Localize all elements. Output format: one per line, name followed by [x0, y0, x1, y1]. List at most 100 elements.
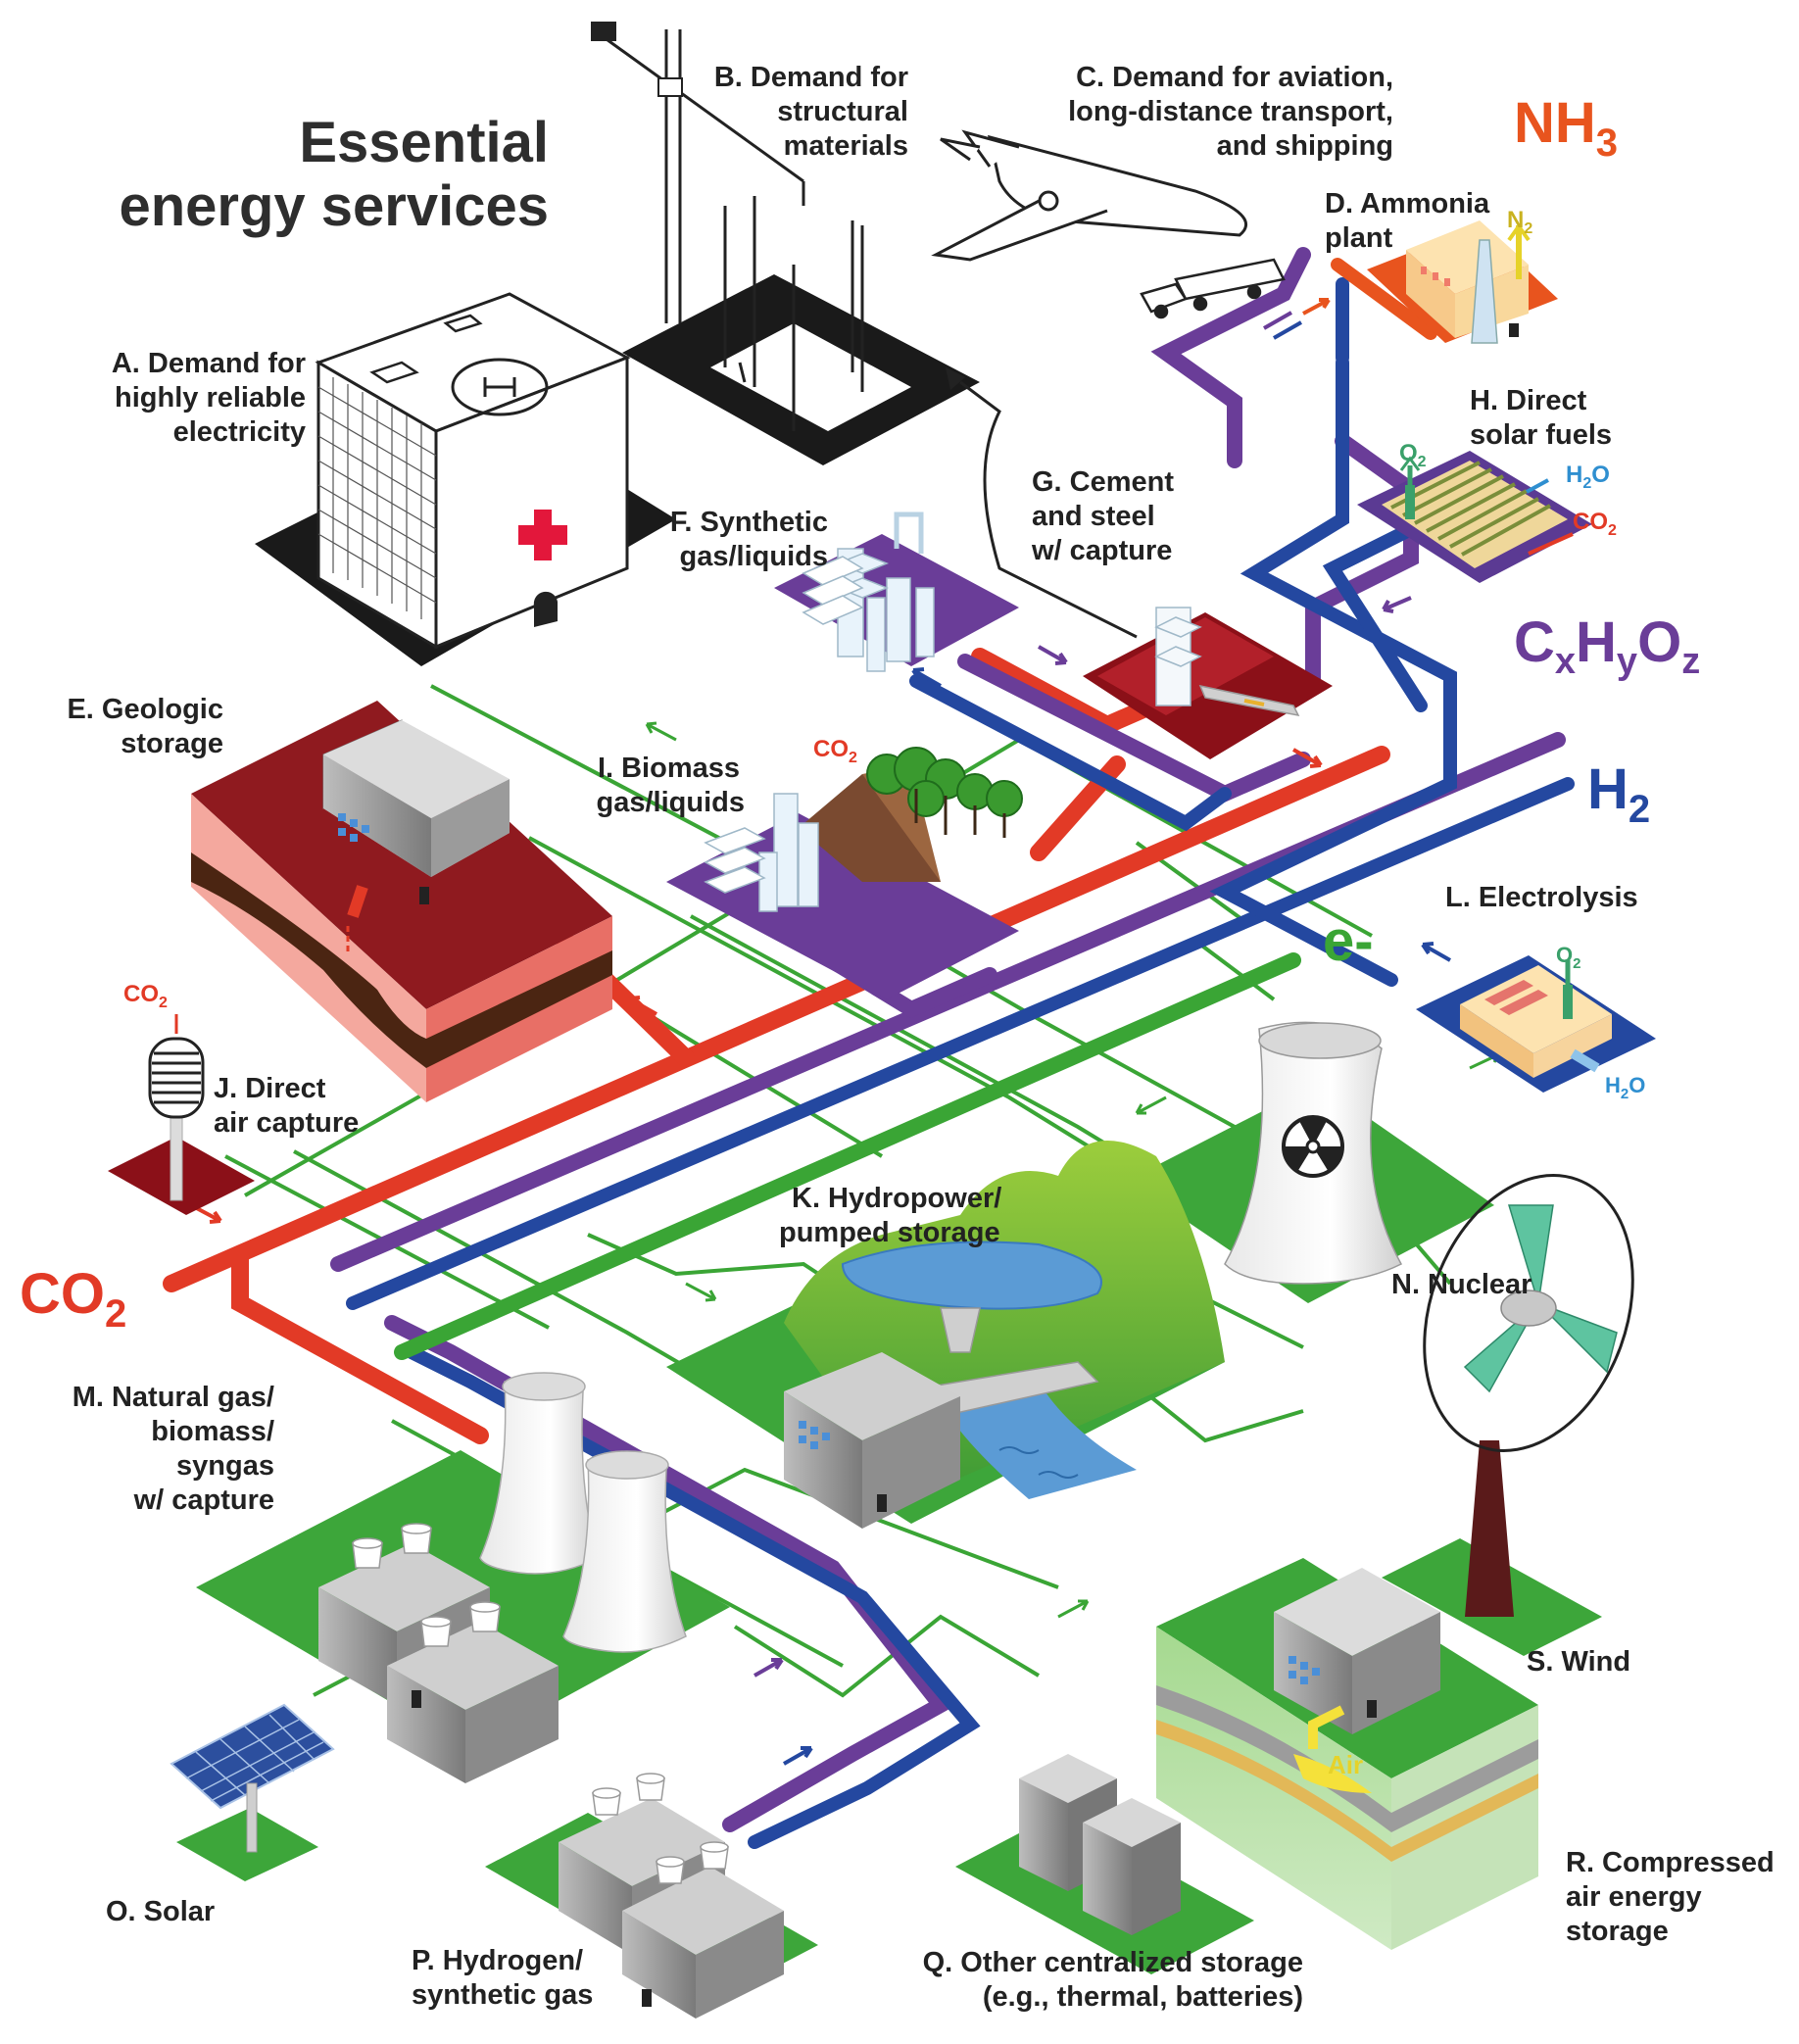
label-J-line2: air capture [214, 1107, 359, 1139]
label-P-line2: synthetic gas [412, 1979, 593, 2011]
annotation-n2-ammonia: N2 [1507, 207, 1532, 237]
label-K: K. Hydropower/ pumped storage [779, 1183, 1001, 1248]
label-Q: Q. Other centralized storage (e.g., ther… [923, 1947, 1303, 2013]
carrier-label-nh3: NH3 [1514, 91, 1618, 165]
label-B-line1: B. Demand for [714, 62, 908, 93]
label-M: M. Natural gas/ biomass/ syngas w/ captu… [73, 1382, 274, 1516]
label-M-line1: M. Natural gas/ [73, 1382, 274, 1413]
annotation-h2o-electrolysis: H2O [1605, 1073, 1645, 1102]
label-B-line2: structural [777, 96, 908, 127]
carrier-label-h2: H2 [1587, 757, 1650, 831]
airplane-icon [931, 129, 1247, 262]
label-E: E. Geologic storage [67, 694, 223, 759]
label-O: O. Solar [106, 1896, 215, 1927]
label-L: L. Electrolysis [1445, 882, 1638, 913]
title-line-2: energy services [119, 174, 549, 238]
annotation-h2o-solar-fuels: H2O [1566, 462, 1610, 492]
label-C-line3: and shipping [1217, 130, 1393, 162]
label-A-line1: A. Demand for [112, 348, 306, 379]
label-C-line2: long-distance transport, [1068, 96, 1393, 127]
label-A: A. Demand for highly reliable electricit… [112, 348, 306, 448]
label-G: G. Cement and steel w/ capture [1031, 466, 1174, 566]
annotation-co2-direct-air-capture: CO2 [123, 981, 168, 1011]
label-M-line3: syngas [176, 1450, 274, 1482]
label-F: F. Synthetic gas/liquids [670, 507, 828, 572]
ammonia-pipe [1331, 258, 1437, 340]
label-R-line2: air energy [1566, 1881, 1702, 1913]
label-S-line1: S. Wind [1527, 1646, 1630, 1678]
label-G-line1: G. Cement [1032, 466, 1174, 498]
label-J-line1: J. Direct [214, 1073, 326, 1104]
nuclear-plant [1127, 1021, 1494, 1303]
label-I-line2: gas/liquids [597, 787, 745, 818]
label-N: N. Nuclear [1391, 1269, 1532, 1300]
label-F-line1: F. Synthetic [670, 507, 828, 538]
construction-site-demand-structural-materials [591, 22, 980, 465]
annotation-o2-electrolysis: O2 [1556, 943, 1580, 972]
radiation-icon [1282, 1115, 1344, 1178]
label-H-line1: H. Direct [1470, 385, 1587, 416]
label-D: D. Ammonia plant [1325, 188, 1490, 254]
carrier-label-co2: CO2 [20, 1262, 126, 1336]
hydrogen-synthetic-gas-plant [485, 1773, 818, 2019]
wind-turbine [1382, 1174, 1634, 1656]
compressed-air-energy-storage [1156, 1558, 1538, 1950]
electrolysis-unit [1416, 955, 1656, 1093]
annotation-o2-solar-fuels: O2 [1399, 440, 1427, 470]
title-line-1: Essential [299, 111, 549, 174]
truck-icon [1140, 258, 1286, 319]
label-C: C. Demand for aviation, long-distance tr… [1068, 62, 1393, 162]
label-G-line3: w/ capture [1031, 535, 1172, 566]
hospital-demand-reliable-electricity [255, 292, 676, 666]
electricity-trunk [394, 952, 1301, 1360]
pipe-flow-arrows [190, 298, 1451, 1766]
hydropower-pumped-storage [666, 1141, 1225, 1529]
label-B-line3: materials [784, 130, 908, 162]
label-I: I. Biomass gas/liquids [597, 753, 745, 818]
label-Q-line2: (e.g., thermal, batteries) [983, 1981, 1303, 2013]
label-M-line4: w/ capture [133, 1484, 274, 1516]
h2-pipe [346, 277, 1575, 1849]
label-P-line1: P. Hydrogen/ [412, 1945, 583, 1976]
natural-gas-plant-with-capture [196, 1372, 730, 1783]
label-D-line2: plant [1325, 222, 1393, 254]
label-R-line3: storage [1566, 1916, 1669, 1947]
label-A-line3: electricity [173, 416, 306, 448]
label-S: S. Wind [1527, 1646, 1630, 1678]
label-J: J. Direct air capture [214, 1073, 359, 1139]
label-Q-line1: Q. Other centralized storage [923, 1947, 1303, 1978]
label-M-line2: biomass/ [151, 1416, 274, 1447]
annotation-air-caes: Air [1328, 1750, 1363, 1779]
label-F-line2: gas/liquids [680, 541, 828, 572]
direct-solar-fuels-panel [1357, 451, 1592, 583]
label-K-line2: pumped storage [779, 1217, 1000, 1248]
label-I-line1: I. Biomass [598, 753, 740, 784]
cement-steel-plant [946, 367, 1333, 759]
label-A-line2: highly reliable [115, 382, 306, 414]
label-E-line2: storage [121, 728, 223, 759]
ammonia-plant [1367, 220, 1558, 344]
solar-panel [170, 1703, 335, 1881]
label-D-line1: D. Ammonia [1325, 188, 1490, 219]
label-L-line1: L. Electrolysis [1445, 882, 1638, 913]
label-R-line1: R. Compressed [1566, 1847, 1775, 1878]
red-cross-icon [518, 510, 567, 560]
label-H-line2: solar fuels [1470, 419, 1612, 451]
label-K-line1: K. Hydropower/ [792, 1183, 1001, 1214]
label-N-line1: N. Nuclear [1391, 1269, 1532, 1300]
carrier-label-electricity: e- [1323, 909, 1374, 973]
label-P: P. Hydrogen/ synthetic gas [412, 1945, 593, 2011]
annotation-co2-solar-fuels: CO2 [1573, 509, 1617, 539]
other-centralized-storage [955, 1754, 1254, 1974]
label-G-line2: and steel [1032, 501, 1155, 532]
geologic-storage [191, 701, 612, 1102]
label-O-line1: O. Solar [106, 1896, 215, 1927]
label-R: R. Compressed air energy storage [1566, 1847, 1775, 1947]
biomass-plant [666, 747, 1023, 999]
label-C-line1: C. Demand for aviation, [1076, 62, 1393, 93]
label-H: H. Direct solar fuels [1470, 385, 1612, 451]
synthetic-fuels-plant [774, 511, 1019, 672]
label-E-line1: E. Geologic [67, 694, 223, 725]
